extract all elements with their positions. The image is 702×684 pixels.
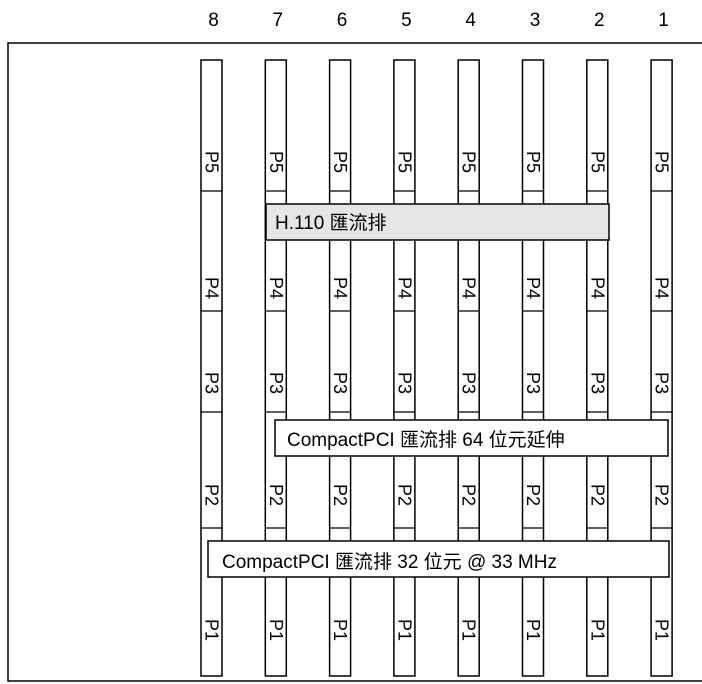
slot-6-connector-p2: P2 (330, 484, 350, 506)
slot-1-strip (650, 59, 673, 677)
h110-bus-bar (265, 203, 610, 241)
slot-3-connector-p1: P1 (523, 619, 543, 641)
slot-4-connector-p3: P3 (459, 372, 479, 394)
h110-bus: H.110 匯流排 (265, 203, 610, 241)
slot-8-connector-p3: P3 (202, 372, 222, 394)
slot-2-connector-p5: P5 (587, 151, 607, 173)
slot-2-connector-p1: P1 (587, 619, 607, 641)
slot-8-connector-p5: P5 (202, 151, 222, 173)
slot-3-connector-p5: P5 (523, 151, 543, 173)
slot-strips: P5P4P3P2P1P5P4P3P2P1P5P4P3P2P1P5P4P3P2P1… (200, 59, 673, 677)
slot-4-connector-p2: P2 (459, 484, 479, 506)
slot-7-connector-p2: P2 (266, 484, 286, 506)
slot-7-connector-p3: P3 (266, 372, 286, 394)
slot-number-8: 8 (208, 10, 219, 31)
cpci-32bit-bus: CompactPCI 匯流排 32 位元 @ 33 MHz (207, 540, 670, 578)
slot-1-connector-p5: P5 (652, 151, 672, 173)
slot-3-connector-p3: P3 (523, 372, 543, 394)
slot-number-2: 2 (594, 10, 605, 31)
slot-number-5: 5 (401, 10, 412, 31)
slot-6-connector-p5: P5 (330, 151, 350, 173)
slot-7-connector-p4: P4 (266, 277, 286, 299)
slot-number-1: 1 (658, 10, 669, 31)
slot-3-connector-p2: P2 (523, 484, 543, 506)
slot-8-connector-p2: P2 (202, 484, 222, 506)
slot-4-connector-p4: P4 (459, 277, 479, 299)
slot-5-connector-p1: P1 (394, 619, 414, 641)
slot-4-connector-p1: P1 (459, 619, 479, 641)
slot-7-connector-p1: P1 (266, 619, 286, 641)
slot-1-connector-p3: P3 (652, 372, 672, 394)
slot-3-connector-p4: P4 (523, 277, 543, 299)
slot-6-connector-p3: P3 (330, 372, 350, 394)
slot-number-6: 6 (337, 10, 348, 31)
slot-8-connector-p4: P4 (202, 277, 222, 299)
slot-8-connector-p1: P1 (202, 619, 222, 641)
slot-1-connector-p4: P4 (652, 277, 672, 299)
h110-bus-label: H.110 匯流排 (275, 212, 387, 234)
slot-number-3: 3 (530, 10, 541, 31)
cpci-64bit-bus-label: CompactPCI 匯流排 64 位元延伸 (287, 429, 565, 451)
slot-number-4: 4 (465, 10, 476, 31)
slot-number-7: 7 (273, 10, 284, 31)
slot-2-connector-p4: P4 (587, 277, 607, 299)
cpci-64bit-bus-bar (274, 419, 669, 457)
slot-6-connector-p4: P4 (330, 277, 350, 299)
slot-5-connector-p3: P3 (394, 372, 414, 394)
slot-8-strip (200, 59, 223, 677)
slot-2-connector-p3: P3 (587, 372, 607, 394)
slot-6-connector-p1: P1 (330, 619, 350, 641)
cpci-32bit-bus-label: CompactPCI 匯流排 32 位元 @ 33 MHz (222, 551, 557, 573)
slot-1-connector-p2: P2 (652, 484, 672, 506)
slot-5-connector-p5: P5 (394, 151, 414, 173)
cpci-64bit-extension-bus: CompactPCI 匯流排 64 位元延伸 (274, 419, 669, 457)
slot-7-connector-p5: P5 (266, 151, 286, 173)
cpci-32bit-bus-bar (207, 540, 670, 578)
slot-number-row: 8 7 6 5 4 3 2 1 (208, 10, 669, 31)
slot-1-connector-p1: P1 (652, 619, 672, 641)
slot-4-connector-p5: P5 (459, 151, 479, 173)
slot-5-connector-p2: P2 (394, 484, 414, 506)
slot-2-connector-p2: P2 (587, 484, 607, 506)
chassis-frame (7, 42, 702, 682)
slot-5-connector-p4: P4 (394, 277, 414, 299)
